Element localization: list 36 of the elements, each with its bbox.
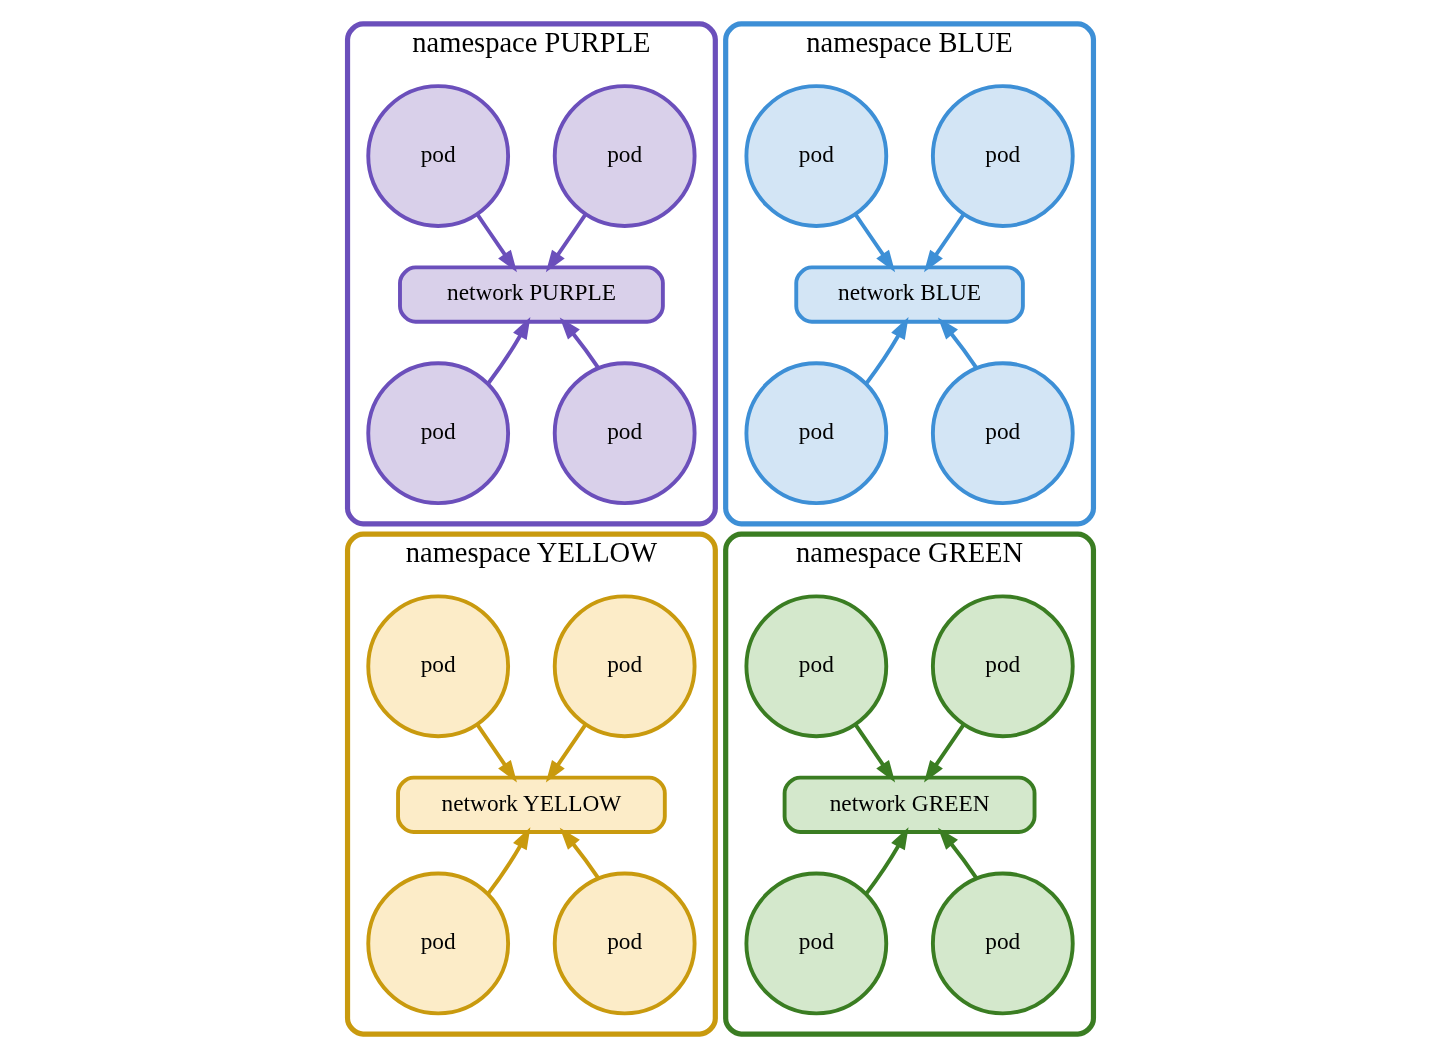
node-circle: pod [930, 871, 1075, 1016]
node-circle: pod [552, 84, 697, 228]
arrow [475, 723, 517, 783]
arrow [937, 317, 978, 370]
node-box: network PURPLE [397, 265, 665, 324]
node-box: network BLUE [793, 265, 1025, 324]
node-circle: pod [365, 361, 510, 506]
node-circle: pod [365, 871, 510, 1016]
node-box: network GREEN [782, 775, 1036, 834]
arrow [864, 827, 908, 896]
node-box: network YELLOW [395, 775, 667, 834]
arrow [853, 723, 895, 783]
node-circle: pod [552, 871, 697, 1016]
node-circle: pod [743, 871, 888, 1016]
arrow [485, 827, 530, 896]
arrow [559, 317, 600, 370]
arrow [485, 316, 530, 385]
node-circle: pod [743, 594, 888, 739]
arrow [559, 827, 600, 880]
arrow [937, 827, 978, 880]
arrow [853, 213, 895, 273]
arrow [545, 723, 587, 783]
arrow [923, 723, 965, 783]
arrow [923, 213, 965, 273]
node-circle: pod [930, 361, 1075, 506]
arrow [475, 213, 517, 273]
node-circle: pod [552, 594, 697, 739]
node-circle: pod [365, 594, 510, 739]
node-circle: pod [365, 84, 510, 228]
node-circle: pod [743, 84, 888, 228]
arrow [864, 316, 908, 385]
node-circle: pod [930, 84, 1075, 228]
node-circle: pod [743, 361, 888, 506]
node-circle: pod [930, 594, 1075, 739]
arrow [545, 213, 587, 273]
node-circle: pod [552, 361, 697, 506]
